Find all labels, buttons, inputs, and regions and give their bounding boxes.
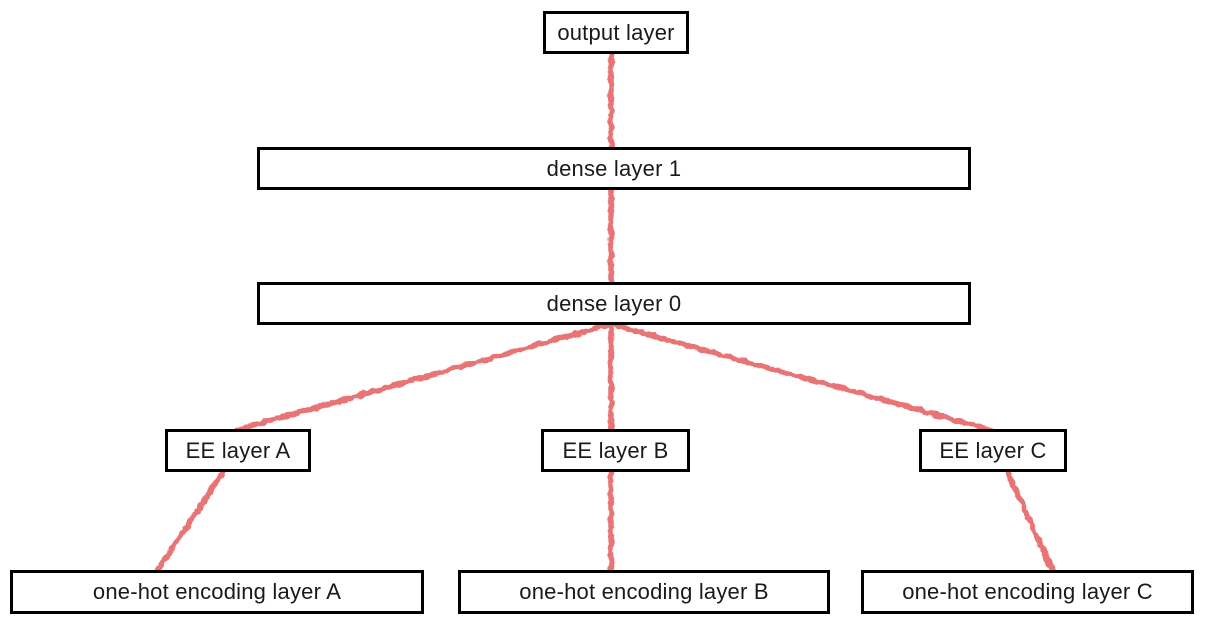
node-ee-layer-a: EE layer A	[165, 429, 311, 472]
edge-ee-a-to-onehot-a	[154, 468, 227, 574]
node-ee-layer-c: EE layer C	[919, 429, 1067, 472]
edge-dense0-to-ee-c	[608, 321, 994, 433]
node-ee-layer-a-label: EE layer A	[185, 437, 291, 463]
node-dense-layer-1-label: dense layer 1	[546, 155, 682, 181]
node-dense-layer-0-label: dense layer 0	[546, 290, 682, 316]
edge-ee-c-to-onehot-c	[1004, 468, 1056, 574]
node-onehot-encoding-layer-a-label: one-hot encoding layer A	[92, 579, 342, 604]
node-onehot-encoding-layer-b: one-hot encoding layer B	[458, 570, 830, 614]
node-onehot-encoding-layer-b-label: one-hot encoding layer B	[519, 579, 769, 604]
node-ee-layer-b: EE layer B	[541, 429, 690, 472]
node-onehot-encoding-layer-c: one-hot encoding layer C	[861, 570, 1194, 614]
node-dense-layer-1: dense layer 1	[257, 147, 971, 190]
node-ee-layer-b-label: EE layer B	[562, 437, 669, 463]
node-ee-layer-c-label: EE layer C	[939, 437, 1047, 463]
node-dense-layer-0: dense layer 0	[257, 282, 971, 325]
node-output-layer: output layer	[543, 11, 689, 54]
edge-dense0-to-ee-a	[234, 321, 614, 433]
node-onehot-encoding-layer-c-label: one-hot encoding layer C	[902, 579, 1153, 604]
node-output-layer-label: output layer	[557, 19, 675, 45]
node-onehot-encoding-layer-a: one-hot encoding layer A	[10, 570, 424, 614]
